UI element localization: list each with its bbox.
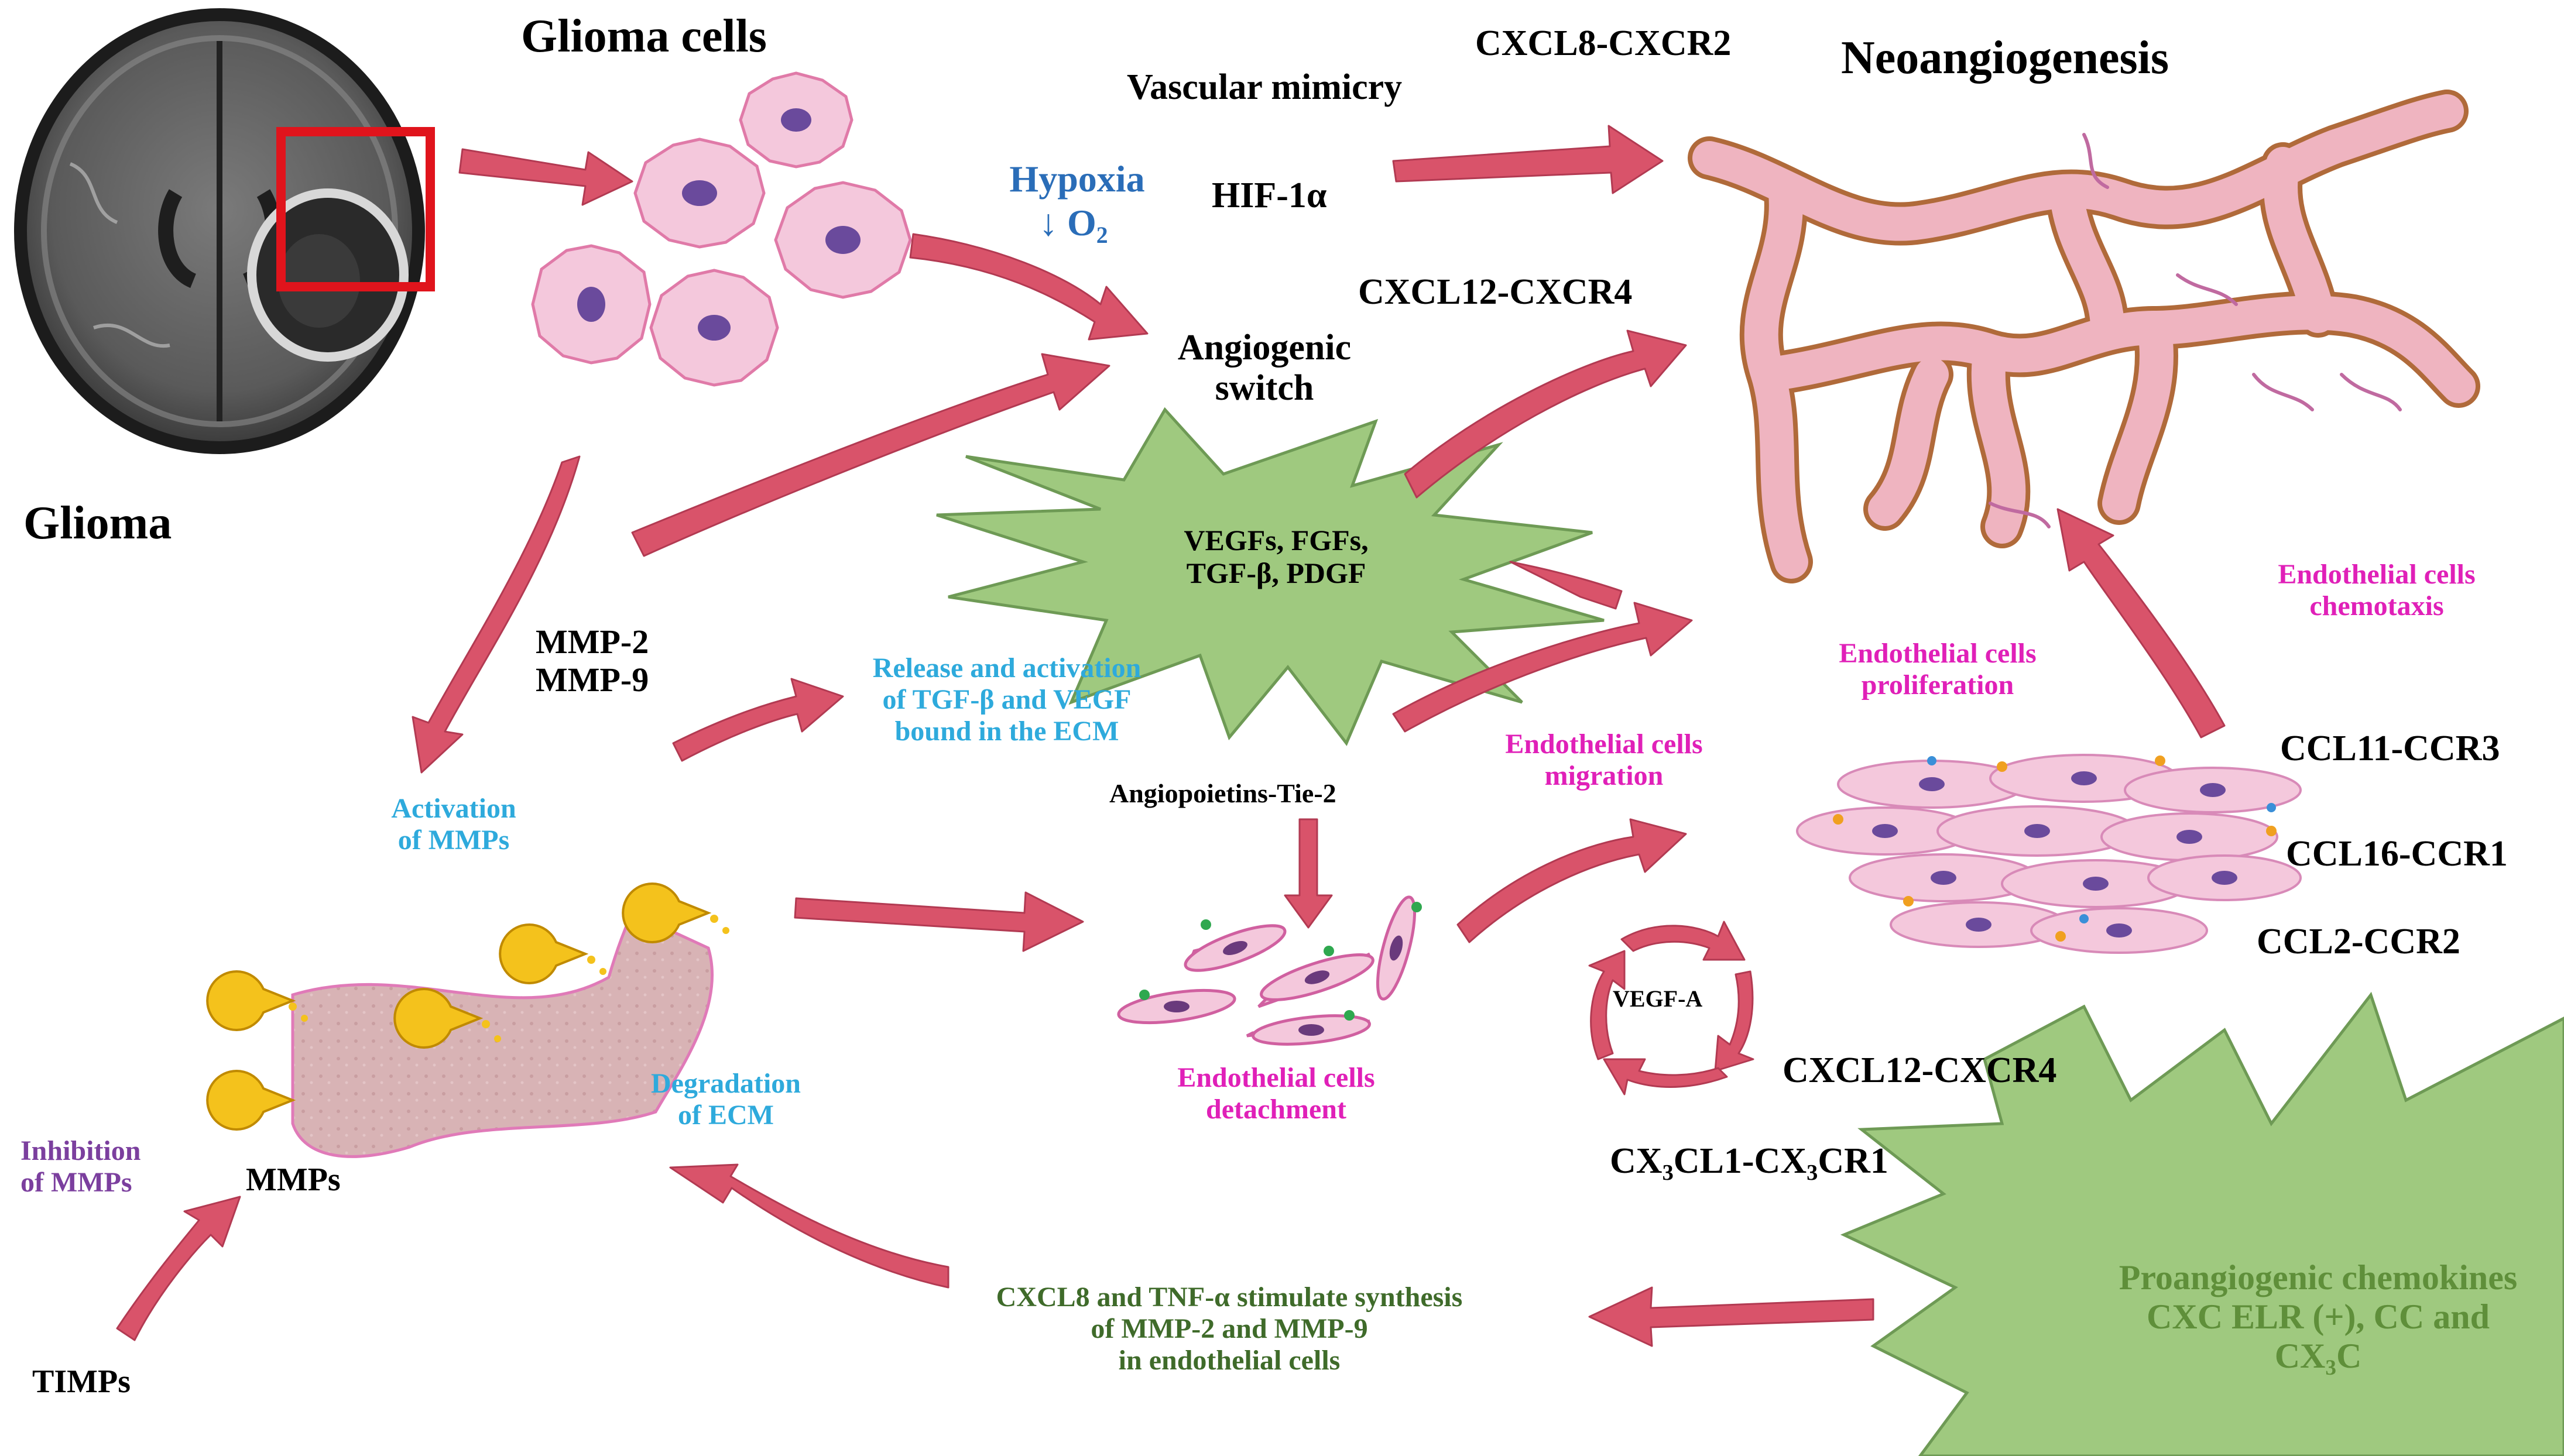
detaching-endothelial-cells bbox=[1117, 895, 1422, 1046]
mmp-pacman-icon bbox=[206, 1070, 296, 1131]
growth-factors-label: VEGFs, FGFs, TGF-β, PDGF bbox=[1184, 524, 1369, 589]
mmp-enzymes bbox=[206, 882, 712, 1131]
vegfa-label: VEGF-A bbox=[1613, 985, 1703, 1012]
angiogenic-switch-label: Angiogenic switch bbox=[1177, 328, 1352, 408]
down-arrow-icon: ↓ bbox=[1039, 202, 1058, 243]
arrow-chemokines-to-stimulate bbox=[1588, 1286, 1874, 1347]
arrow-cells-to-switch bbox=[909, 233, 1149, 341]
arrow-growth-factors-to-migration bbox=[1392, 602, 1693, 733]
glioma-cells-title: Glioma cells bbox=[521, 11, 767, 62]
endothelial-migration-label: Endothelial cells migration bbox=[1505, 729, 1703, 791]
cxcl8-cxcr2-label: CXCL8-CXCR2 bbox=[1475, 23, 1732, 63]
glioma-cells-cluster bbox=[531, 71, 912, 387]
growth-factors-star bbox=[936, 407, 1605, 746]
ccl11-ccr3-label: CCL11-CCR3 bbox=[2280, 729, 2500, 768]
ccl2-ccr2-label: CCL2-CCR2 bbox=[2257, 922, 2460, 961]
activation-mmps-label: Activation of MMPs bbox=[391, 793, 516, 856]
neoangiogenesis-vessels bbox=[1688, 90, 2480, 583]
hypoxia-label: Hypoxia bbox=[1009, 158, 1145, 200]
arrow-timps-to-mmps bbox=[116, 1196, 241, 1341]
tumor-highlight-box bbox=[276, 127, 435, 291]
neoangiogenesis-title: Neoangiogenesis bbox=[1841, 32, 2169, 84]
arrow-vegf-cycle-left bbox=[1588, 950, 1626, 1060]
mmp-pacman-icon bbox=[393, 988, 484, 1049]
endothelial-proliferation-label: Endothelial cells proliferation bbox=[1839, 638, 2037, 700]
mmp-pacman-icon bbox=[622, 882, 712, 943]
arrow-star-to-right bbox=[1509, 561, 1623, 610]
arrow-glioma-to-cells bbox=[458, 148, 633, 206]
low-oxygen-label: ↓ O2 bbox=[1039, 202, 1108, 248]
glioma-title: Glioma bbox=[23, 497, 172, 549]
arrow-hif-to-neoangiogenesis bbox=[1392, 125, 1664, 194]
proangiogenic-chemokines-label: Proangiogenic chemokines CXC ELR (+), CC… bbox=[2119, 1258, 2518, 1381]
arrow-angiopoietin-down bbox=[1284, 818, 1333, 929]
endothelial-detachment-label: Endothelial cells detachment bbox=[1177, 1062, 1375, 1125]
arrow-vegf-cycle-right bbox=[1714, 970, 1754, 1072]
arrow-vegf-cycle-bottom bbox=[1603, 1058, 1728, 1096]
glioma-mri-image bbox=[14, 8, 435, 454]
arrow-glioma-to-activation bbox=[412, 455, 581, 774]
cx3cl1-cx3cr1-label: CX3CL1-CX3CR1 bbox=[1610, 1141, 1888, 1186]
arrow-mmp-to-switch bbox=[631, 353, 1110, 557]
degradation-ecm-label: Degradation of ECM bbox=[651, 1068, 801, 1131]
stimulate-synthesis-label: CXCL8 and TNF-α stimulate synthesis of M… bbox=[996, 1282, 1463, 1376]
arrow-ecm-to-detachment bbox=[794, 891, 1084, 952]
arrow-mmp-to-release bbox=[672, 678, 844, 762]
proangiogenic-chemokines-star bbox=[1840, 991, 2564, 1456]
arrow-switch-to-neoangiogenesis bbox=[1404, 329, 1687, 499]
mmps-label: MMPs bbox=[246, 1162, 341, 1198]
vascular-mimicry-label: Vascular mimicry bbox=[1127, 67, 1403, 107]
hif-label: HIF-1α bbox=[1212, 176, 1327, 215]
endothelial-cell-sheet bbox=[1796, 754, 2302, 954]
glioma-cell bbox=[633, 138, 766, 249]
ccl16-ccr1-label: CCL16-CCR1 bbox=[2286, 834, 2508, 874]
release-activation-label: Release and activation of TGF-β and VEGF… bbox=[872, 653, 1142, 747]
glioma-cell bbox=[774, 181, 912, 299]
mmp-pacman-icon bbox=[206, 970, 296, 1031]
ecm-fragment bbox=[291, 911, 714, 1158]
timps-label: TIMPs bbox=[32, 1364, 131, 1400]
cxcl12-cxcr4-top-label: CXCL12-CXCR4 bbox=[1358, 272, 1633, 312]
arrow-vegf-cycle-top bbox=[1620, 921, 1746, 961]
mmp-pacman-icon bbox=[499, 923, 589, 984]
glioma-cell bbox=[739, 71, 853, 169]
mmp-labels: MMP-2 MMP-9 bbox=[536, 623, 649, 699]
arrow-proliferation-to-neoangiogenesis bbox=[2056, 508, 2226, 739]
glioma-cell bbox=[649, 269, 779, 387]
arrow-detachment-to-migration bbox=[1456, 818, 1687, 943]
cxcl12-cxcr4-bottom-label: CXCL12-CXCR4 bbox=[1783, 1050, 2057, 1090]
endothelial-chemotaxis-label: Endothelial cells chemotaxis bbox=[2278, 559, 2476, 621]
pathway-arrows bbox=[116, 125, 2226, 1347]
angiopoietins-label: Angiopoietins-Tie-2 bbox=[1109, 778, 1336, 808]
arrow-stimulate-to-ecm bbox=[669, 1163, 949, 1289]
glioma-cell bbox=[531, 244, 652, 365]
inhibition-mmps-label: Inhibition of MMPs bbox=[20, 1135, 141, 1198]
